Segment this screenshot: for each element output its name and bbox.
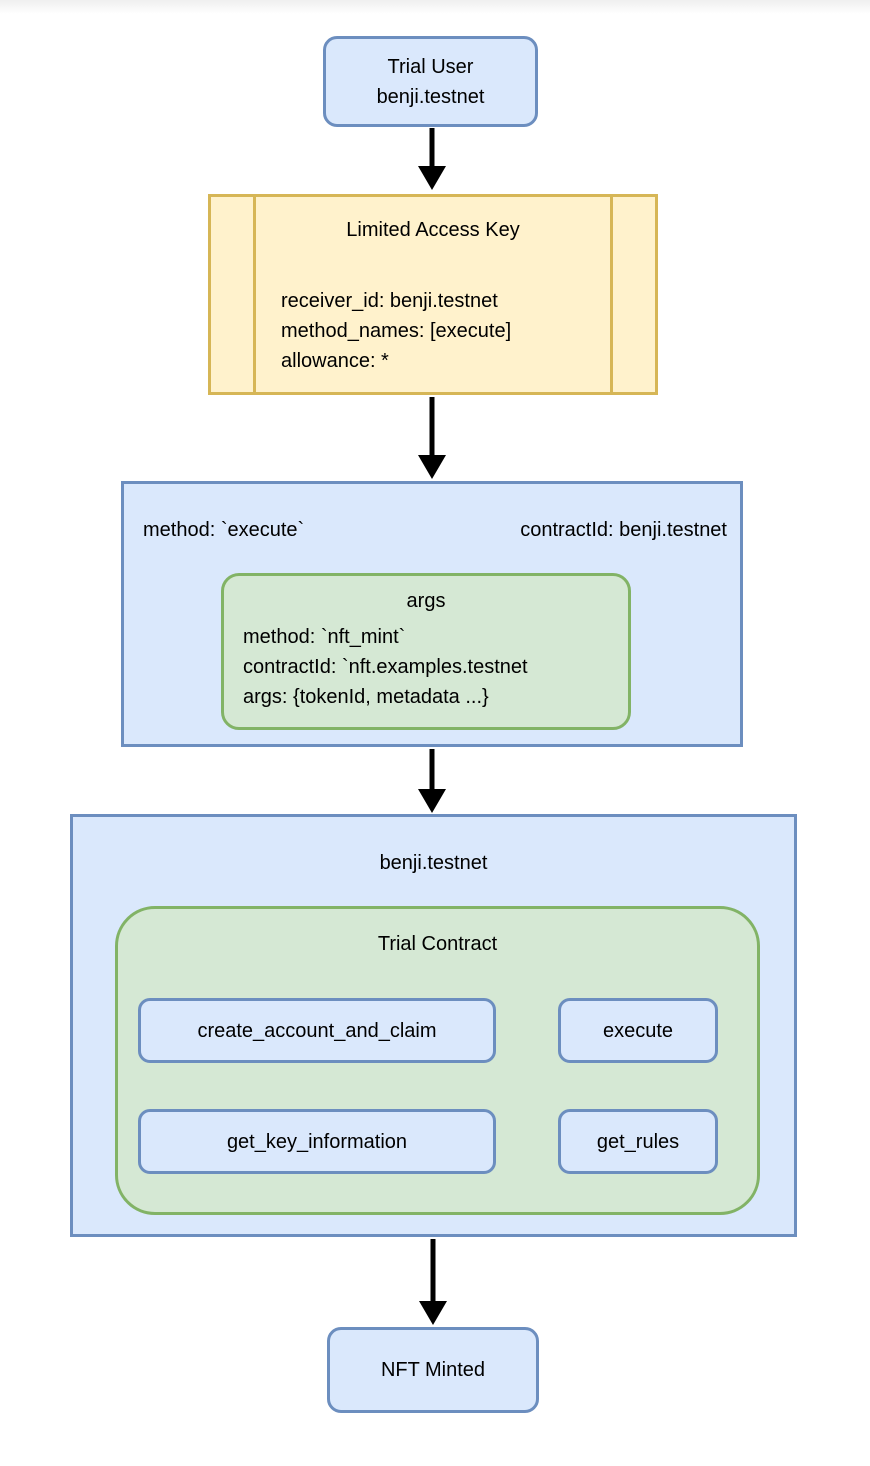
args-method: method: `nft_mint` [243, 626, 406, 648]
node-nft-minted: NFT Minted [327, 1327, 539, 1413]
lak-allowance: allowance: * [281, 350, 389, 372]
trial-user-line1: Trial User [387, 55, 474, 78]
arrow-user-to-key [416, 128, 448, 190]
args-args: args: {tokenId, metadata ...} [243, 686, 489, 708]
trial-contract-box: Trial Contract create_account_and_claim … [115, 906, 760, 1215]
args-title: args [406, 590, 446, 612]
arrow-key-to-execute [416, 397, 448, 479]
execute-method-label: method: `execute` [143, 519, 305, 541]
trial-user-line2: benji.testnet [376, 85, 485, 108]
node-account: benji.testnet Trial Contract create_acco… [70, 814, 797, 1237]
subroutine-right-line [610, 197, 613, 392]
arrow-account-to-nft [417, 1239, 449, 1325]
args-contract-id: contractId: `nft.examples.testnet [243, 656, 528, 678]
lak-method-names: method_names: [execute] [281, 320, 512, 342]
args-box: args method: `nft_mint` contractId: `nft… [221, 573, 631, 730]
execute-contract-label: contractId: benji.testnet [520, 519, 727, 541]
execute-call-header: method: `execute` contractId: benji.test… [143, 515, 727, 545]
limited-access-key-title: Limited Access Key [346, 219, 520, 241]
limited-access-key-body: receiver_id: benji.testnet method_names:… [281, 286, 610, 376]
method-get-key-information: get_key_information [138, 1109, 496, 1174]
node-execute-call: method: `execute` contractId: benji.test… [121, 481, 743, 747]
method-create-account-and-claim: create_account_and_claim [138, 998, 496, 1063]
nft-minted-label: NFT Minted [380, 1359, 486, 1381]
subroutine-left-line [253, 197, 256, 392]
method-get-rules: get_rules [558, 1109, 718, 1174]
account-title: benji.testnet [379, 852, 488, 874]
method-execute: execute [558, 998, 718, 1063]
lak-receiver-id: receiver_id: benji.testnet [281, 290, 498, 312]
node-trial-user: Trial User benji.testnet [323, 36, 538, 127]
arrow-execute-to-account [416, 749, 448, 813]
args-body: method: `nft_mint` contractId: `nft.exam… [243, 622, 618, 712]
node-limited-access-key: Limited Access Key receiver_id: benji.te… [208, 194, 658, 395]
trial-contract-title: Trial Contract [377, 933, 498, 955]
